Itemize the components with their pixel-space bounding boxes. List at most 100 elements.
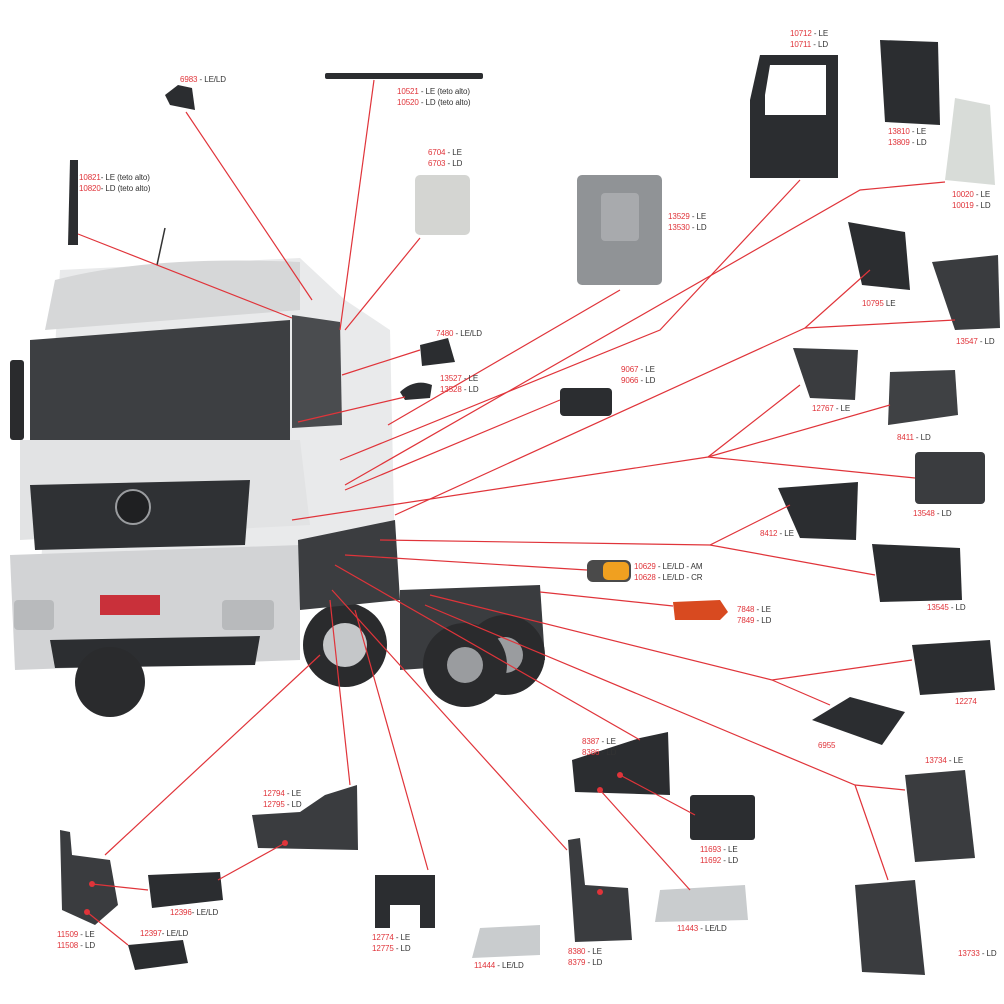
part-label-line: 10520 - LD (teto alto): [397, 97, 471, 108]
part-label-line: 11443 - LE/LD: [677, 923, 727, 934]
part-code: 7849: [737, 616, 755, 625]
part-code: 10711: [790, 40, 812, 49]
part-code: 12274: [955, 697, 977, 706]
part-code: 10019: [952, 201, 974, 210]
part-label-line: 13809 - LD: [888, 137, 927, 148]
part-side: - LE/LD: [197, 75, 227, 84]
part-side: - LE: [78, 930, 95, 939]
part-side: - LD (teto alto): [100, 184, 151, 193]
part-label-line: 10795 LE: [862, 298, 896, 309]
part-code: 10628: [634, 573, 656, 582]
part-code: 13733: [958, 949, 980, 958]
part-code: 10629: [634, 562, 656, 571]
part-label-line: 7480 - LE/LD: [436, 328, 482, 339]
part-label-line: 12396- LE/LD: [170, 907, 218, 918]
part-label-line: 11693 - LE: [700, 844, 738, 855]
part-side: - LE/LD: [495, 961, 524, 970]
part-side: - LD: [445, 159, 463, 168]
part-code: 13547: [956, 337, 978, 346]
part-label-line: 8387 - LE: [582, 736, 616, 747]
part-label-roof-rail: 10521 - LE (teto alto)10520 - LD (teto a…: [397, 86, 471, 108]
part-code: 12774: [372, 933, 394, 942]
part-label-line: 13528 - LD: [440, 384, 479, 395]
part-label-line: 12774 - LE: [372, 932, 411, 943]
part-code: 8379: [568, 958, 586, 967]
part-label-line: 7849 - LD: [737, 615, 771, 626]
part-label-line: 13733 - LD: [958, 948, 997, 959]
part-label-line: 12397- LE/LD: [140, 928, 188, 939]
part-code: 11444: [474, 961, 496, 970]
part-side: - LE: [811, 29, 829, 38]
part-side: - LD: [934, 509, 952, 518]
part-label-fender-extension-le: 12767 - LE: [812, 403, 850, 414]
part-label-line: 8411 - LD: [897, 432, 931, 443]
part-side: - LD: [721, 856, 738, 865]
part-label-fender-extension-ld-2: 13548 - LD: [913, 508, 952, 519]
part-code: 10712: [790, 29, 812, 38]
part-label-line: 12775 - LD: [372, 943, 411, 954]
part-side: - LE: [638, 365, 655, 374]
part-side: - LD: [284, 800, 302, 809]
part-label-a-pillar-trim: 10821- LE (teto alto)10820- LD (teto alt…: [79, 172, 150, 194]
part-side: - LE: [461, 374, 479, 383]
part-side: - LE: [833, 404, 851, 413]
part-label-line: 10629 - LE/LD - AM: [634, 561, 703, 572]
part-label-line: 11508 - LD: [57, 940, 95, 951]
part-side: - LD: [585, 958, 603, 967]
part-code: 11508: [57, 941, 79, 950]
part-label-line: 8380 - LE: [568, 946, 602, 957]
part-side: - LD: [909, 138, 927, 147]
part-side: - LE/LD: [698, 924, 727, 933]
part-label-line: 8386 - LD: [582, 747, 616, 758]
part-side: - LD: [393, 944, 411, 953]
part-label-step-housing-ld: 13545 - LD: [927, 602, 966, 613]
part-code: 13734: [925, 756, 947, 765]
part-label-line: 9067 - LE: [621, 364, 655, 375]
part-label-step-tread-lower: 12397- LE/LD: [140, 928, 188, 939]
part-code: 13545: [927, 603, 949, 612]
part-side: - LE/LD: [453, 329, 483, 338]
part-code: 13530: [668, 223, 690, 232]
part-side: - LE: [946, 756, 964, 765]
part-side: - LD: [599, 748, 617, 757]
part-label-line: 12274: [955, 696, 977, 707]
part-label-line: 6704 - LE: [428, 147, 462, 158]
part-code: 8411: [897, 433, 914, 442]
part-label-line: 13527 - LE: [440, 373, 479, 384]
part-label-step-housing-le: 8412 - LE: [760, 528, 794, 539]
part-side: - LE: [599, 737, 616, 746]
part-code: 13810: [888, 127, 910, 136]
part-code: 13548: [913, 509, 935, 518]
part-code: 9067: [621, 365, 639, 374]
part-side: - LE/LD - AM: [655, 562, 703, 571]
part-code: 8412: [760, 529, 778, 538]
part-label-line: 10711 - LD: [790, 39, 828, 50]
part-label-line: 12767 - LE: [812, 403, 850, 414]
part-side: - LD: [461, 385, 479, 394]
part-label-line: 8412 - LE: [760, 528, 794, 539]
part-code: 13528: [440, 385, 462, 394]
part-code: 11443: [677, 924, 699, 933]
part-code: 9066: [621, 376, 639, 385]
part-code: 11509: [57, 930, 79, 939]
part-code: 10521: [397, 87, 419, 96]
part-label-line: 13810 - LE: [888, 126, 927, 137]
part-label-mirror-cover: 7480 - LE/LD: [436, 328, 482, 339]
part-label-step-plate-large: 11443 - LE/LD: [677, 923, 727, 934]
part-label-line: 13734 - LE: [925, 755, 963, 766]
part-label-line: 11444 - LE/LD: [474, 960, 524, 971]
part-code: 6983: [180, 75, 198, 84]
part-label-line: 12794 - LE: [263, 788, 302, 799]
part-side: - LD (teto alto): [418, 98, 471, 107]
part-label-line: 7848 - LE: [737, 604, 771, 615]
